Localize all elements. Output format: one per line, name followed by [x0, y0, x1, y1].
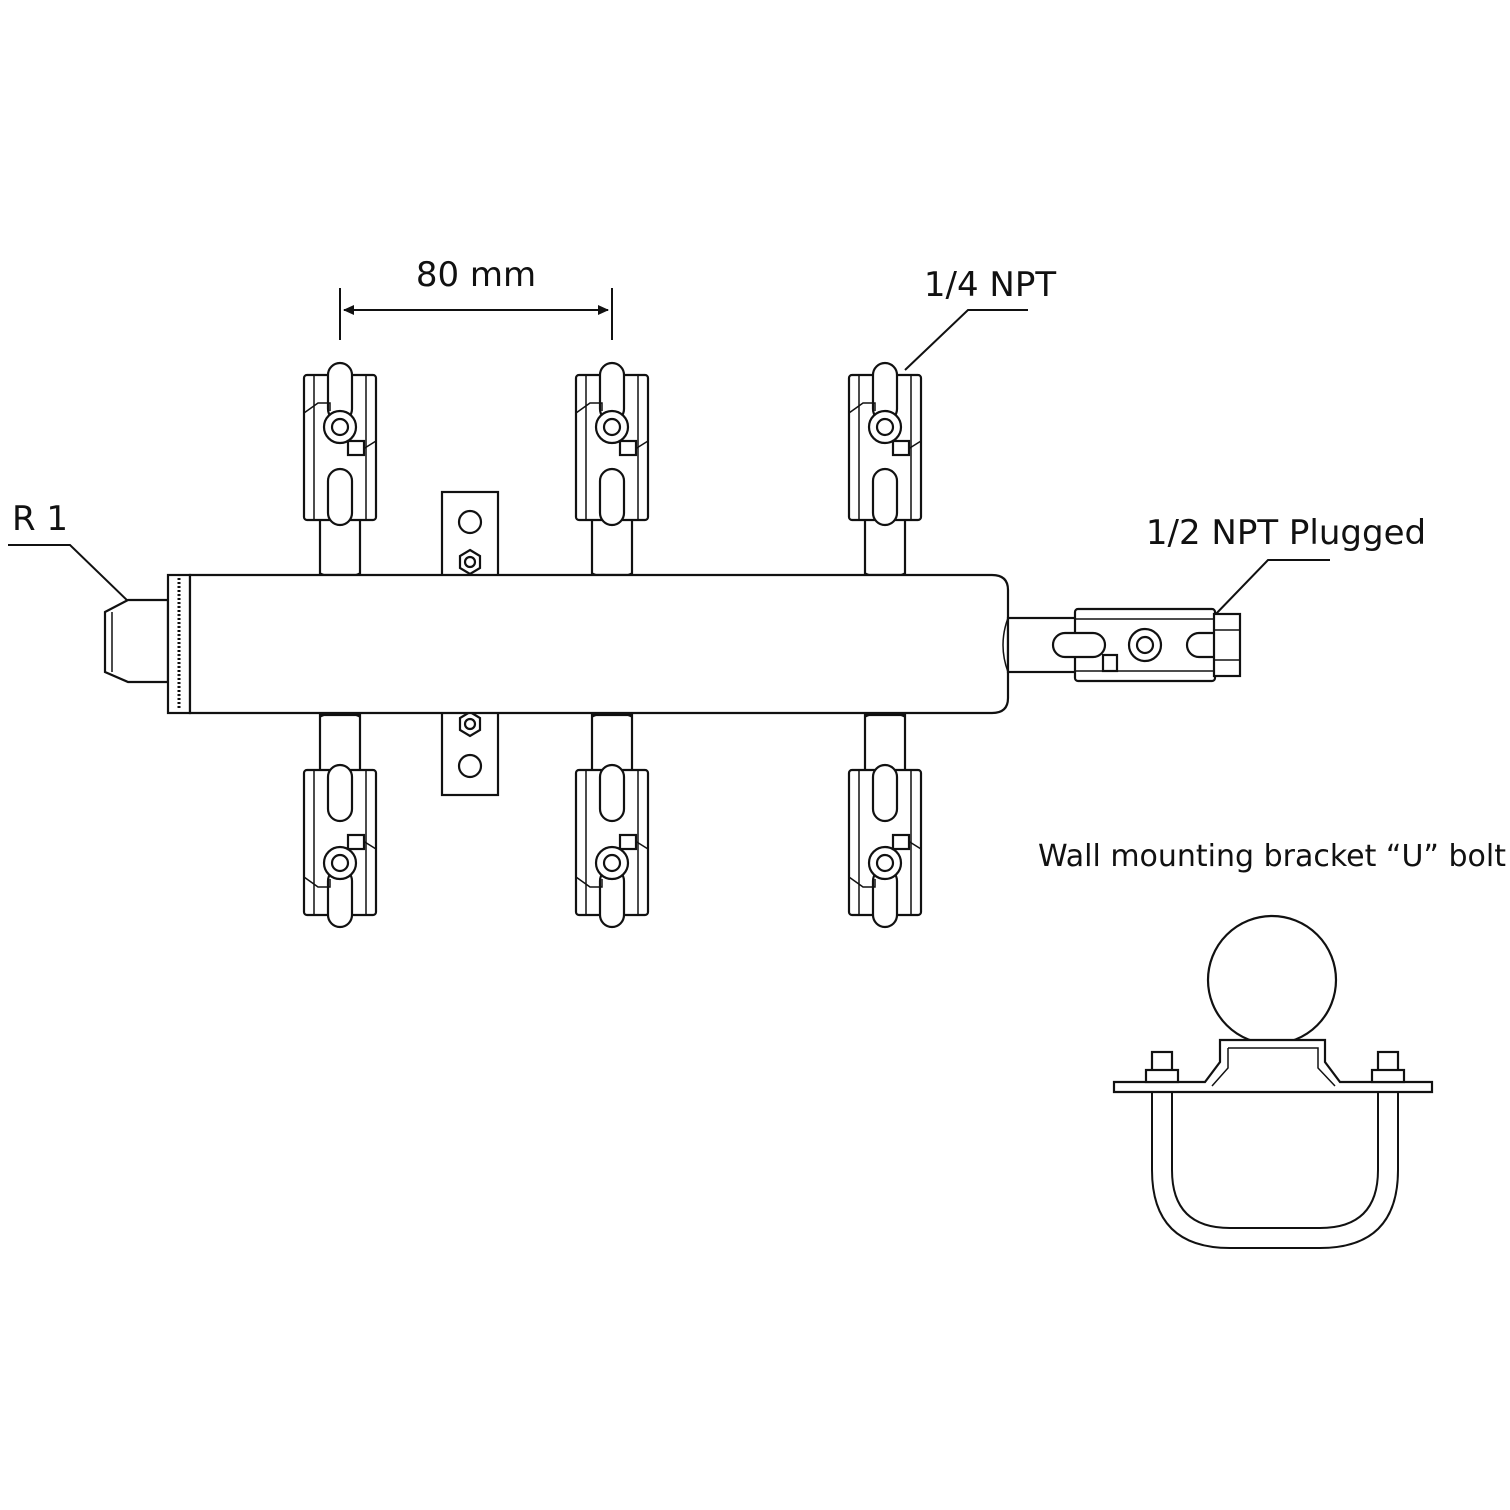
bottom-outlets	[302, 710, 923, 929]
end-port-valve	[1006, 607, 1242, 683]
end-port-callout: 1/2 NPT Plugged	[1146, 513, 1426, 619]
manifold-body	[188, 573, 1010, 715]
end-port-label: 1/2 NPT Plugged	[1146, 513, 1426, 553]
top-outlets	[302, 361, 923, 580]
outlet-thread-callout: 1/4 NPT	[904, 265, 1056, 371]
inlet-thread-label: R 1	[12, 499, 68, 539]
inlet-thread-callout: R 1	[8, 499, 133, 606]
dimension-80mm: 80 mm	[339, 255, 613, 340]
inlet-nipple	[103, 573, 192, 715]
dimension-label: 80 mm	[416, 255, 536, 295]
mounting-bracket	[440, 490, 500, 797]
u-bolt-detail	[1112, 914, 1434, 1249]
bracket-caption: Wall mounting bracket “U” bolt	[1038, 839, 1506, 874]
outlet-thread-label: 1/4 NPT	[924, 265, 1056, 305]
